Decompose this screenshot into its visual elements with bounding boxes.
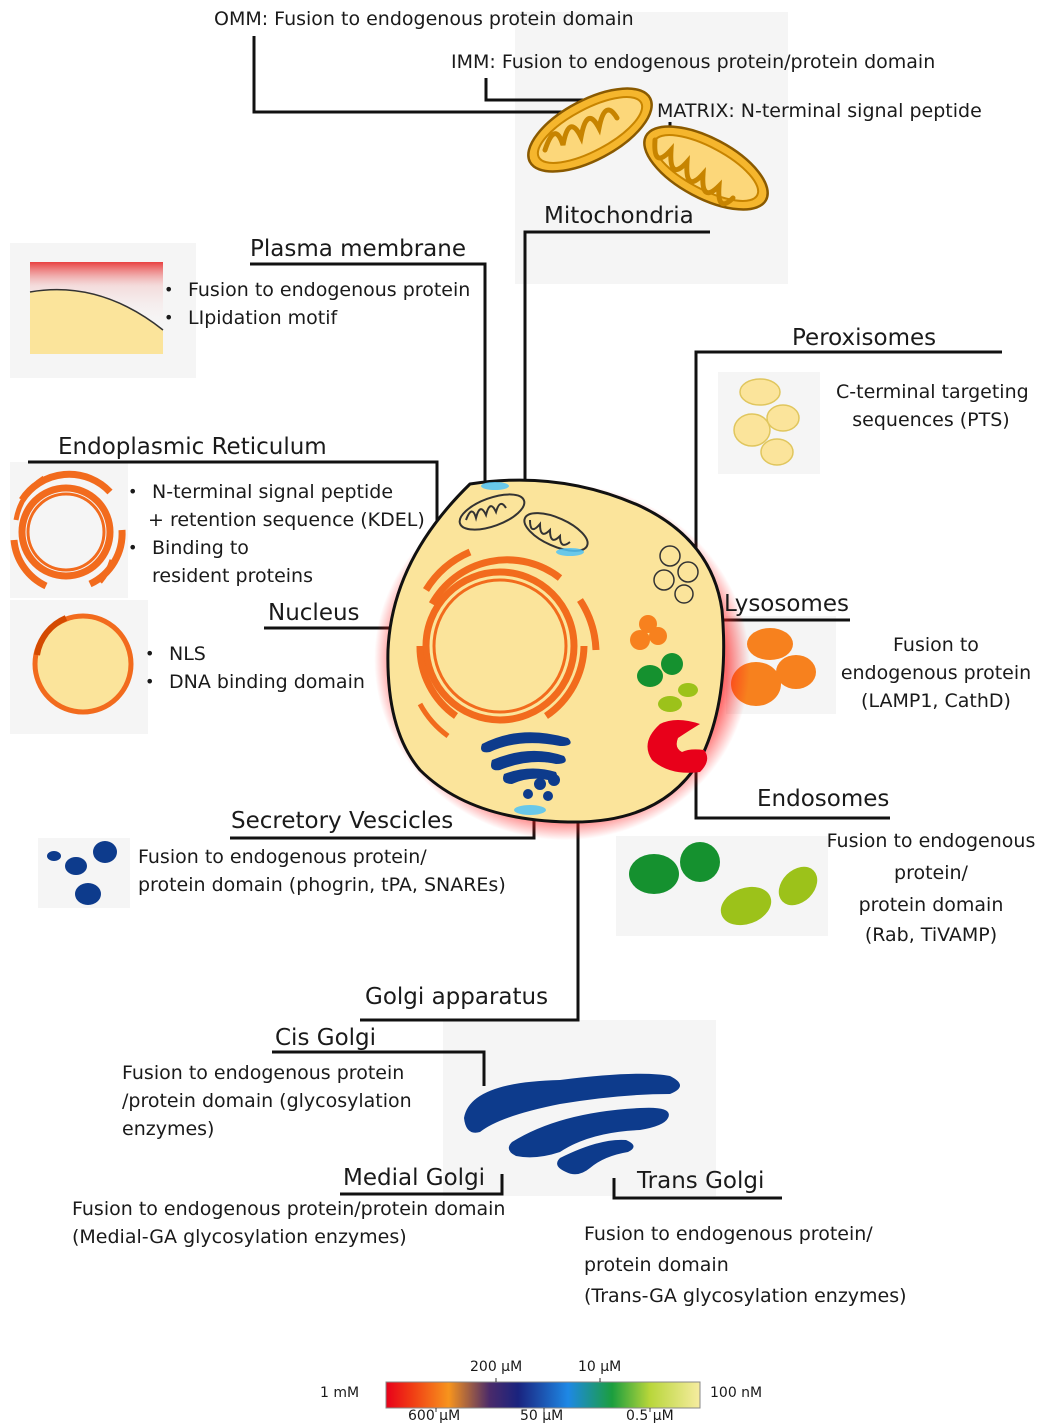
peroxisomes-heading: Peroxisomes bbox=[792, 325, 937, 351]
er-item-continued: + retention sequence (KDEL) bbox=[148, 509, 425, 531]
cell-er bbox=[416, 548, 600, 739]
golgi-heading: Golgi apparatus bbox=[365, 984, 549, 1010]
endosome-icon bbox=[629, 842, 818, 926]
peroxisomes-text-1: C-terminal targeting bbox=[836, 381, 1029, 403]
secretory-text-2: protein domain (phogrin, tPA, SNAREs) bbox=[138, 874, 506, 896]
plasma-membrane-item: •LIpidation motif bbox=[164, 307, 338, 329]
plasma-membrane-heading: Plasma membrane bbox=[250, 236, 466, 262]
er-heading: Endoplasmic Reticulum bbox=[58, 434, 327, 460]
lysosomes-text-2: endogenous protein bbox=[840, 662, 1032, 684]
er-list: •N-terminal signal peptide + retention s… bbox=[128, 478, 425, 590]
scale-label-left: 1 mM bbox=[320, 1385, 360, 1401]
endosomes-text-4: (Rab, TiVAMP) bbox=[864, 924, 998, 946]
medial-golgi-heading: Medial Golgi bbox=[343, 1165, 486, 1191]
scale-label-top: 10 µM bbox=[578, 1359, 622, 1375]
cell-fluorescent-puncta bbox=[481, 482, 584, 815]
trans-golgi-text: Fusion to endogenous protein/ protein do… bbox=[584, 1223, 907, 1307]
secretory-heading: Secretory Vescicles bbox=[231, 808, 454, 834]
scale-label-bottom: 600 µM bbox=[408, 1408, 461, 1424]
plasma-membrane-list: •Fusion to endogenous protein •LIpidatio… bbox=[164, 276, 470, 332]
peroxisome-icon bbox=[733, 378, 800, 466]
imm-label: IMM: Fusion to endogenous protein/protei… bbox=[451, 51, 936, 73]
cis-golgi-heading: Cis Golgi bbox=[275, 1025, 377, 1051]
scale-label-top: 200 µM bbox=[470, 1359, 523, 1375]
cell-nucleus bbox=[440, 586, 560, 706]
er-item-continued: resident proteins bbox=[152, 565, 313, 587]
nucleus-item: •DNA binding domain bbox=[145, 671, 365, 693]
secretory-vesicle-icon bbox=[47, 841, 117, 905]
peroxisome-leader-line bbox=[694, 350, 1002, 552]
omm-label: OMM: Fusion to endogenous protein domain bbox=[214, 8, 634, 30]
cis-golgi-leader-line bbox=[272, 1050, 486, 1086]
scale-label-bottom: 0.5 µM bbox=[626, 1408, 674, 1424]
plasma-membrane-leader-line bbox=[250, 262, 487, 490]
endosomes-text-2: protein/ bbox=[894, 862, 968, 884]
mitochondrion-large-2 bbox=[643, 125, 769, 211]
medial-golgi-leader-line bbox=[340, 1174, 504, 1196]
scale-label-right: 100 nM bbox=[710, 1385, 763, 1401]
lysosomes-heading: Lysosomes bbox=[724, 591, 849, 617]
nucleus-heading: Nucleus bbox=[268, 600, 360, 626]
cis-golgi-text: Fusion to endogenous protein /protein do… bbox=[122, 1062, 412, 1140]
plasma-membrane-item: •Fusion to endogenous protein bbox=[164, 279, 471, 301]
concentration-scale-bar bbox=[385, 1381, 701, 1409]
nucleus-list: •NLS •DNA binding domain bbox=[145, 640, 365, 696]
cell-membrane-pocket bbox=[647, 720, 708, 773]
lysosomes-text-1: Fusion to bbox=[893, 634, 979, 656]
golgi-leader-line bbox=[360, 784, 580, 1022]
omm-leader-line bbox=[252, 36, 575, 114]
endosomes-text-3: protein domain bbox=[858, 894, 1004, 916]
scale-label-bottom: 50 µM bbox=[520, 1408, 564, 1424]
mitochondria-leader-line bbox=[523, 230, 710, 512]
trans-golgi-leader-line bbox=[612, 1178, 782, 1200]
cell-peroxisomes bbox=[653, 545, 699, 604]
cell-endosomes bbox=[637, 653, 698, 712]
nucleus-item: •NLS bbox=[145, 643, 206, 665]
cell-mitochondrion-1 bbox=[458, 493, 526, 531]
imm-leader-line bbox=[484, 78, 590, 102]
mitochondrion-large-1 bbox=[527, 87, 653, 173]
er-icon bbox=[10, 470, 126, 590]
cell-mitochondrion-2 bbox=[523, 512, 589, 552]
plasma-membrane-icon bbox=[29, 262, 164, 354]
mitochondria-heading: Mitochondria bbox=[544, 203, 694, 229]
secretory-text-1: Fusion to endogenous protein/ bbox=[138, 846, 427, 868]
cell-lysosomes bbox=[630, 615, 667, 650]
er-item: •Binding to bbox=[128, 537, 249, 559]
nucleus-icon bbox=[32, 613, 134, 715]
endosomes-text-1: Fusion to endogenous bbox=[826, 830, 1036, 852]
cell-golgi bbox=[481, 732, 571, 801]
lysosomes-text-3: (LAMP1, CathD) bbox=[861, 690, 1011, 712]
cell bbox=[374, 478, 750, 841]
matrix-label: MATRIX: N-terminal signal peptide bbox=[657, 100, 982, 122]
peroxisomes-text-2: sequences (PTS) bbox=[852, 409, 1010, 431]
endosomes-heading: Endosomes bbox=[757, 786, 890, 812]
golgi-icon bbox=[464, 1073, 680, 1175]
er-item: •N-terminal signal peptide bbox=[128, 481, 394, 503]
trans-golgi-heading: Trans Golgi bbox=[637, 1168, 765, 1194]
medial-golgi-text: Fusion to endogenous protein/protein dom… bbox=[72, 1198, 506, 1248]
